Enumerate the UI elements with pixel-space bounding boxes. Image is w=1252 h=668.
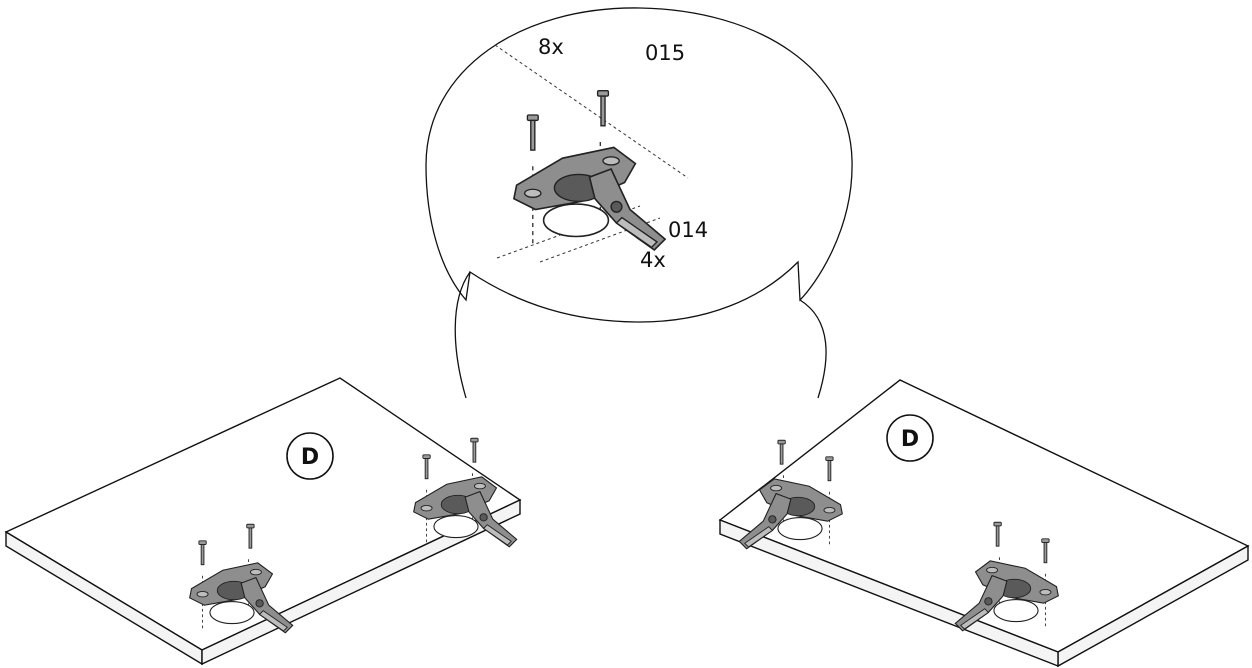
callout-tail-left: [454, 271, 471, 399]
svg-text:D: D: [301, 445, 319, 470]
label-qty-hinges: 4x: [640, 248, 666, 272]
callout-bubble: 8x 015 014 4x: [425, 7, 853, 399]
callout-hinge: [513, 89, 666, 251]
left-panel-tag: D: [286, 432, 334, 480]
svg-text:D: D: [901, 427, 919, 452]
right-panel-side-edge: [719, 518, 1059, 668]
right-door-panel: D: [718, 379, 1250, 668]
label-part-015: 015: [645, 41, 685, 65]
right-panel-tag: D: [886, 414, 934, 462]
callout-tail-right: [799, 299, 827, 399]
left-door-panel: D: [4, 377, 522, 666]
label-part-014: 014: [668, 218, 708, 242]
label-qty-screws: 8x: [538, 35, 564, 59]
callout-outline: [425, 7, 853, 323]
